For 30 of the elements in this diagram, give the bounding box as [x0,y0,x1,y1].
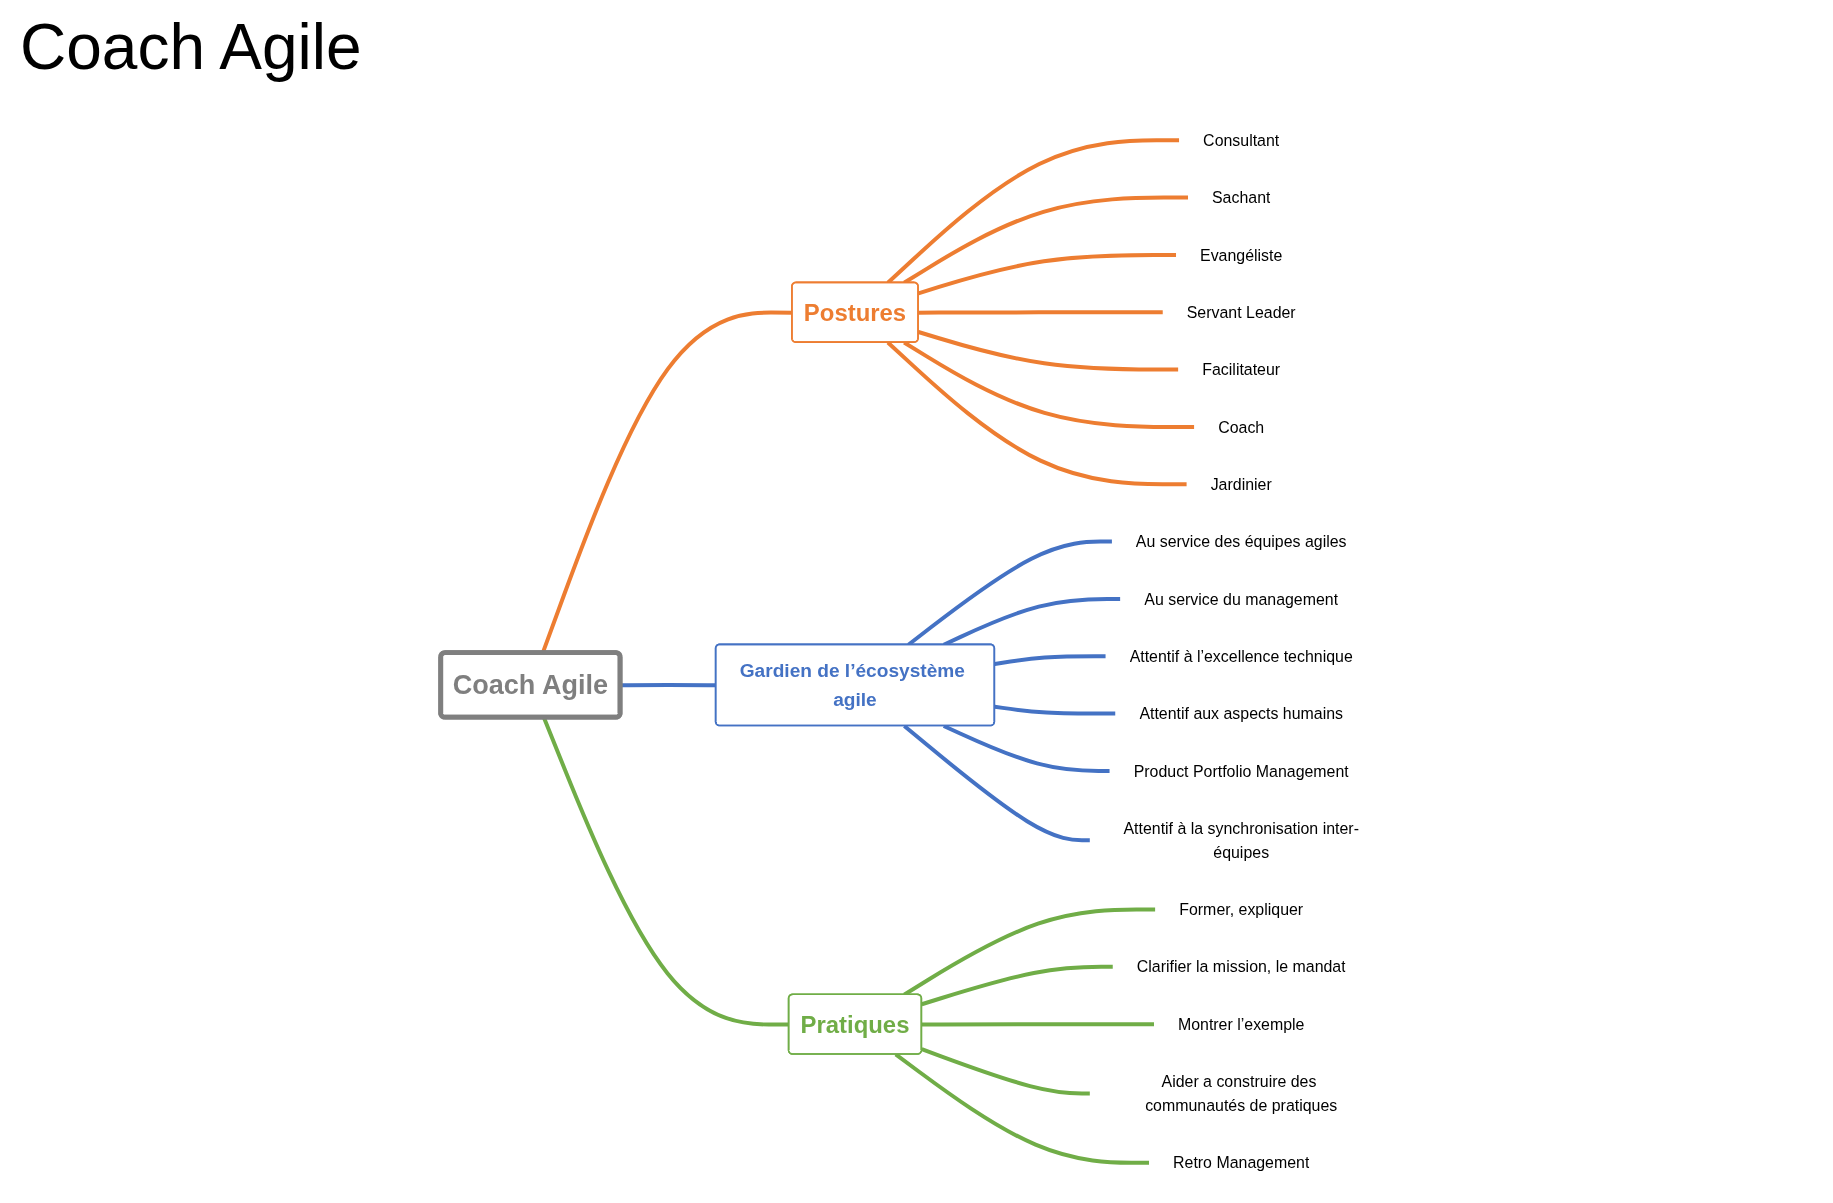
diagram-title: Coach Agile [20,10,362,84]
node-text: Servant Leader [1186,303,1296,322]
node-text: Au service du management [1144,590,1339,608]
node-text: Evangéliste [1199,246,1283,264]
connector [902,724,1090,843]
node-text: Retro Management [1172,1153,1310,1172]
node-text: Aider a construire des communautés de pratiques [1145,1072,1338,1115]
connector [917,252,1177,296]
node-text: Clarifier la mission, le mandat [1136,958,1346,976]
connector [994,704,1116,716]
node-text: Jardinier [1210,475,1272,494]
connector [921,1022,1154,1027]
connector [921,964,1113,1007]
connector [942,724,1110,773]
node-text: Attentif à l’excellence technique [1129,647,1353,666]
node-text: Consultant [1203,131,1280,150]
node-text: Coach [1218,418,1265,436]
node-text: Montrer l’exemple [1177,1015,1305,1033]
connector [994,654,1106,666]
connector [918,310,1163,315]
node-text: Product Portfolio Management [1133,762,1349,780]
node-text: Former, expliquer [1179,900,1304,919]
node-text: Au service des équipes agiles [1135,532,1347,551]
connector [886,341,1187,487]
node-text: Attentif à la synchronisation inter-équipes [1123,819,1359,861]
node-text: Sachant [1211,188,1271,207]
node-text: Attentif aux aspects humains [1139,704,1343,723]
connector [620,683,716,688]
node-text: Facilitateur [1202,360,1281,379]
connector [917,330,1179,372]
